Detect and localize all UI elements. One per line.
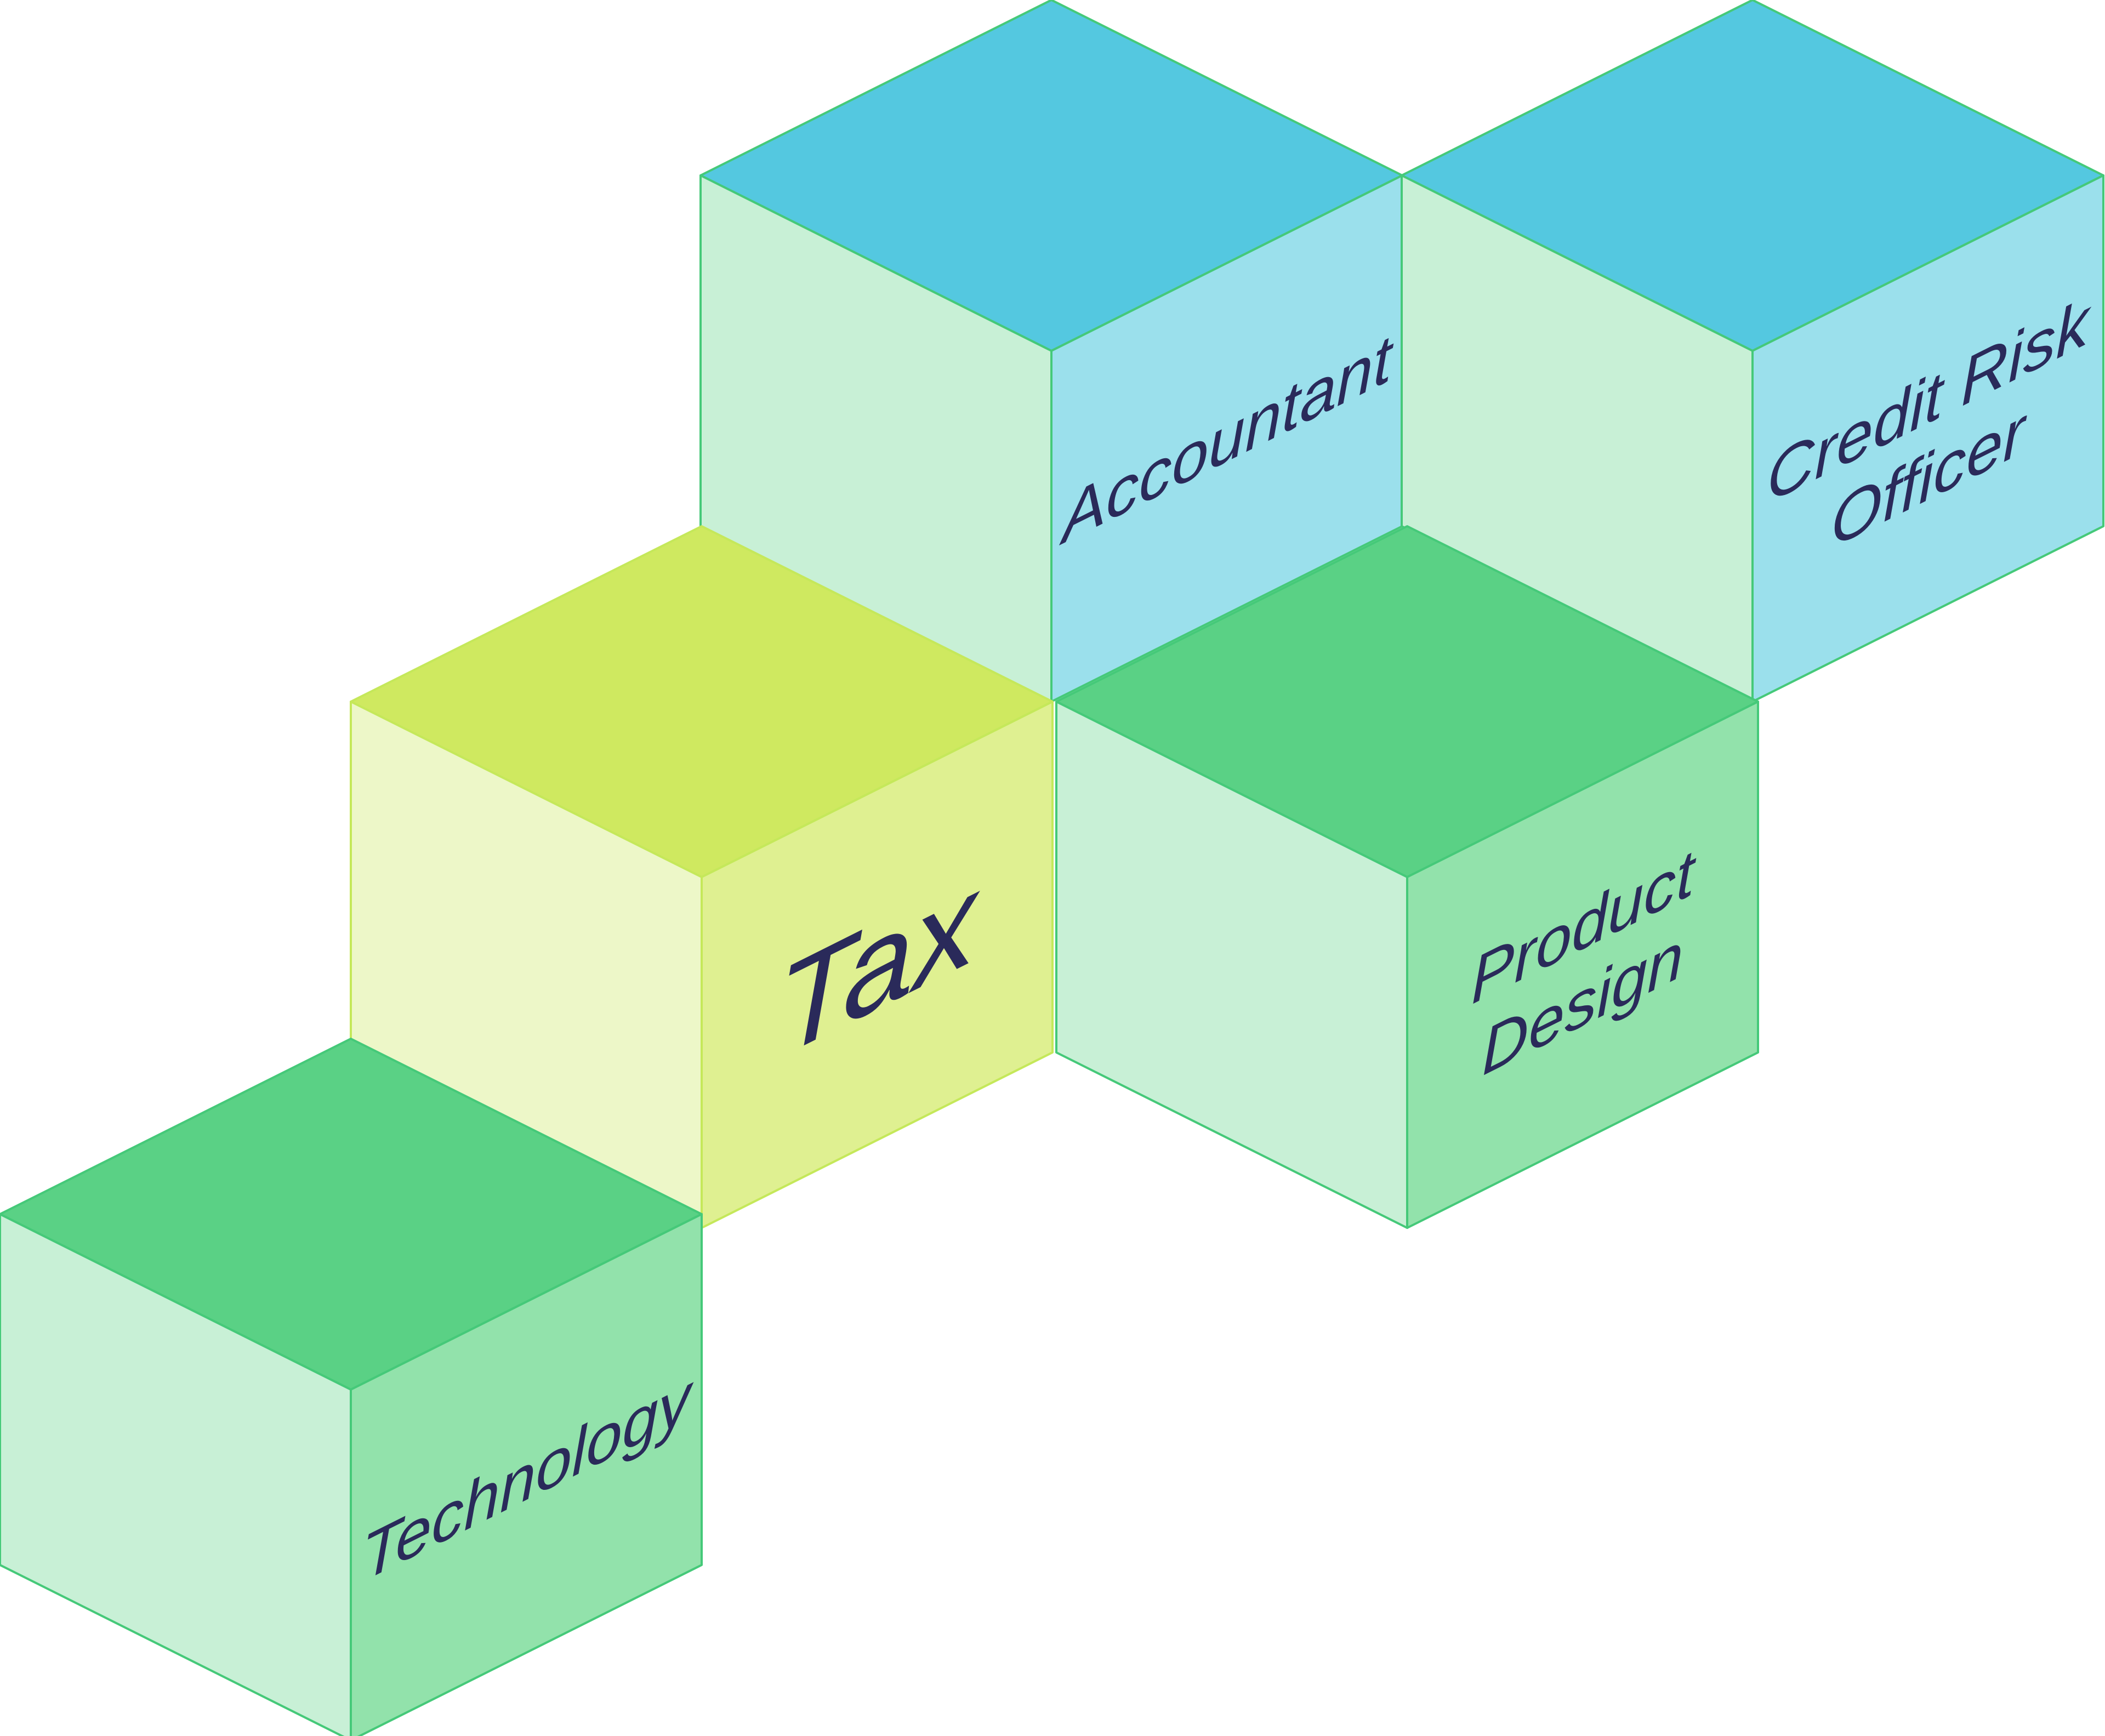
cube-right-face bbox=[1751, 174, 2104, 703]
cube-technology: Technology bbox=[0, 1038, 703, 1736]
cube-left-face bbox=[0, 1213, 352, 1736]
cube-accountant: Accountant bbox=[699, 0, 1403, 703]
cube-right-face bbox=[701, 701, 1054, 1229]
cube-right-face bbox=[1406, 701, 1759, 1229]
cube-right-face bbox=[350, 1213, 703, 1736]
